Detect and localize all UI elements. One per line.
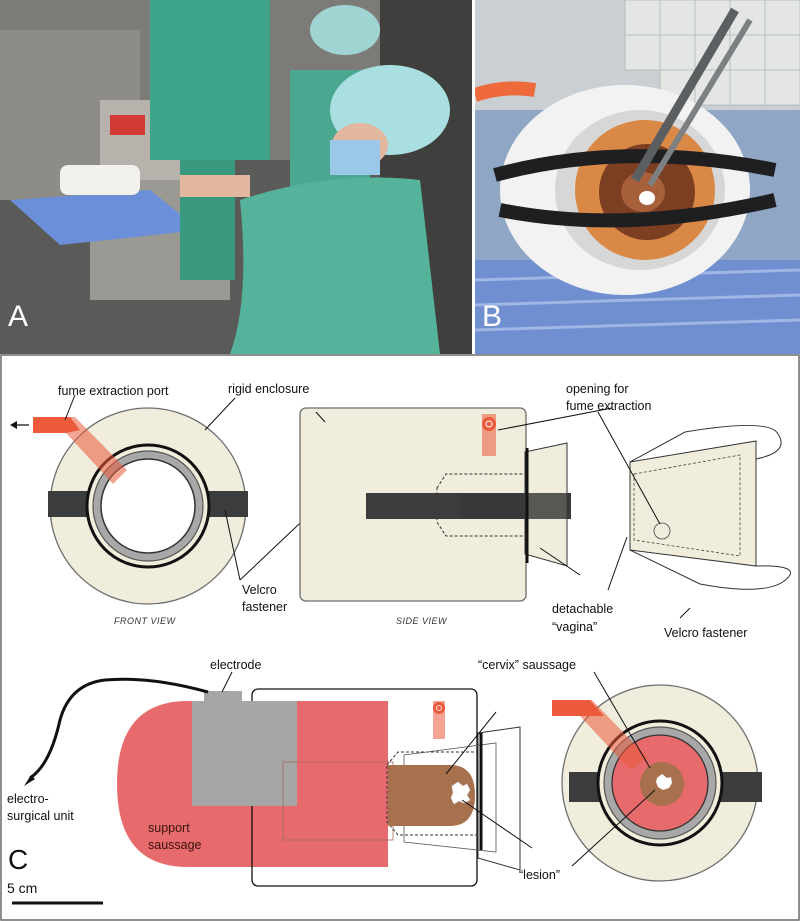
side-fume-opening (482, 417, 496, 431)
assembly-front-lesion (656, 774, 672, 790)
label-scale: 5 cm (7, 880, 37, 896)
detached-velcro-bottom (629, 549, 792, 590)
leader-electrode (221, 671, 233, 693)
label-rigid-enclosure: rigid enclosure (228, 382, 309, 396)
electrode-body (192, 701, 297, 806)
label-fume-extraction-port: fume extraction port (58, 384, 169, 398)
label-opening-line1: opening for (566, 382, 629, 396)
leader-detachable-2 (607, 536, 628, 591)
front-fume-port (33, 417, 80, 433)
side-velcro-over (366, 493, 571, 519)
leader-lesion (461, 799, 533, 849)
label-cervix: “cervix” saussage (478, 658, 576, 672)
detached-inner-dashed (633, 454, 741, 557)
leader-velcro-left (224, 509, 241, 581)
leader-lesion-front (571, 789, 656, 867)
leader-cervix-front (593, 671, 651, 769)
leader-detachable (539, 547, 581, 576)
assembly-front-port-tube (552, 700, 648, 770)
label-velcro-right: Velcro fastener (664, 626, 747, 640)
assembly-side-diagram (24, 677, 521, 887)
leader-rigid-enclosure (204, 397, 236, 431)
cervix-saussage (388, 765, 475, 826)
assembly-front-diagram (552, 684, 762, 882)
label-detachable-2: “vagina” (552, 620, 597, 634)
front-arrow-head-icon (10, 421, 17, 429)
lesion-mark (450, 781, 471, 805)
side-view-diagram (299, 407, 571, 602)
detached-velcro-top (629, 424, 782, 463)
leader-enclosure-side (315, 411, 326, 423)
assembly-fume-opening (433, 702, 445, 714)
label-support-2: saussage (148, 838, 202, 852)
leader-fume-port (64, 394, 76, 421)
assembly-vagina (477, 726, 521, 871)
assembly-front-port (552, 700, 604, 716)
label-support-1: support (148, 821, 190, 835)
label-electro-1: electro- (7, 792, 49, 806)
label-electro-2: surgical unit (7, 809, 74, 823)
leader-opening-2 (597, 411, 661, 525)
front-fume-port-tube (33, 417, 127, 484)
label-front-view: FRONT VIEW (114, 616, 177, 626)
panel-letter-b: B (482, 300, 503, 333)
front-opening (100, 458, 196, 554)
photo-b-simulator-closeup (475, 0, 800, 354)
label-detachable-1: detachable (552, 602, 613, 616)
side-fume-opening-hole (485, 420, 493, 428)
panel-c-schematics: fume extraction port rigid enclosure ope… (0, 354, 800, 921)
detached-vagina-diagram (629, 424, 792, 590)
panel-letter-c: C (8, 844, 28, 875)
photo-b-illustration (475, 0, 800, 354)
front-view-diagram (10, 407, 248, 605)
photo-a-illustration (0, 0, 472, 354)
label-electrode: electrode (210, 658, 261, 672)
panel-letter-a: A (8, 300, 29, 333)
electrode-cable (29, 677, 209, 780)
photo-a-operating-room (0, 0, 472, 354)
label-lesion: “lesion” (519, 868, 560, 882)
detached-hole (653, 522, 671, 540)
label-side-view: SIDE VIEW (396, 616, 448, 626)
leader-cervix (445, 711, 497, 775)
leader-velcro-right (679, 607, 691, 619)
cable-arrow-icon (24, 775, 35, 786)
label-velcro-left-2: fastener (242, 600, 287, 614)
leader-opening (497, 407, 613, 431)
assembly-fume-hole (436, 705, 442, 711)
label-velcro-left-1: Velcro (242, 583, 277, 597)
label-opening-line2: fume extraction (566, 399, 652, 413)
electrode-top (204, 691, 242, 703)
